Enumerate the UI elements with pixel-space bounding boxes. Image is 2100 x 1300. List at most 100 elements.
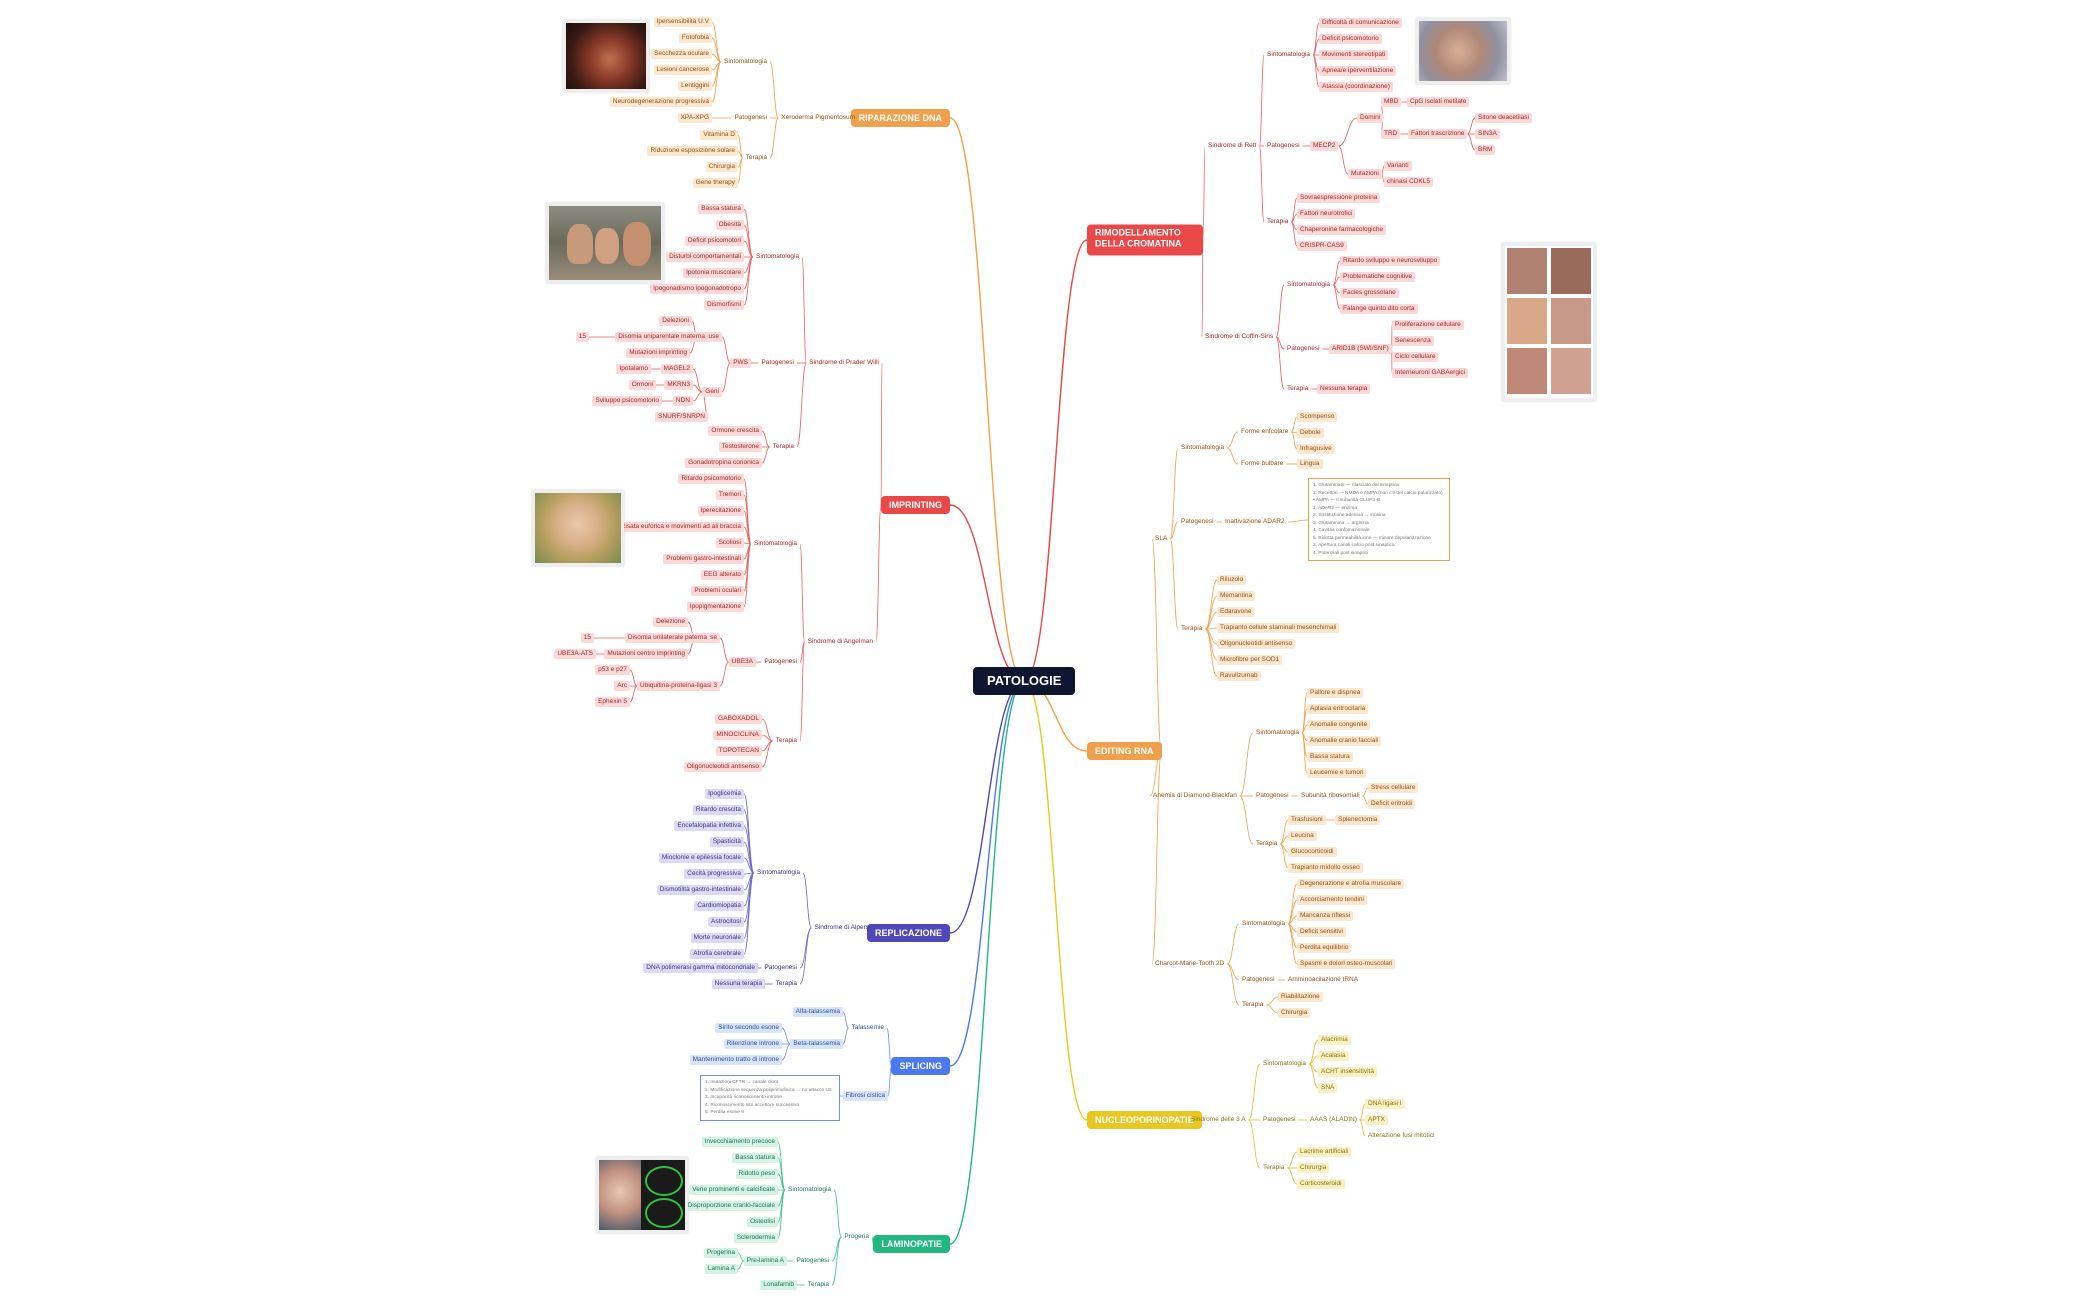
node-tal-b[interactable]: Beta-talassemia: [790, 1039, 843, 1049]
node-sla-fe1[interactable]: Scompenso: [1297, 412, 1338, 422]
node-cs-pato[interactable]: Patogenesi: [1287, 345, 1320, 352]
node-s3a-a2[interactable]: APTX: [1365, 1115, 1388, 1125]
node-pw-s3[interactable]: Deficit psicomotori: [684, 236, 744, 246]
node-rett-trd1[interactable]: Fattori trascrizione: [1408, 129, 1468, 139]
node-alp-s11[interactable]: Atrofia cerebrale: [690, 949, 744, 959]
node-sla-fe2[interactable]: Debole: [1297, 428, 1324, 438]
node-dba-sub2[interactable]: Deficit eritroidi: [1368, 799, 1416, 809]
node-xp-s5[interactable]: Lentiggini: [678, 81, 712, 91]
node-alp-ter[interactable]: Terapia: [775, 980, 797, 987]
node-alp-s9[interactable]: Astrocitosi: [708, 917, 744, 927]
node-pw-s6[interactable]: Ipogonadismo ipogonadotropo: [650, 284, 744, 294]
node-s3a-s3[interactable]: ACHT insensitività: [1318, 1067, 1377, 1077]
node-as-sint[interactable]: Sintomatologia: [754, 540, 797, 547]
node-xp-sint[interactable]: Sintomatologia: [724, 58, 767, 65]
node-sla-adar[interactable]: Inattivazione ADAR2: [1225, 518, 1285, 525]
category-editing[interactable]: EDITING RNA: [1087, 742, 1162, 760]
node-as-t4[interactable]: Oligonucleotidi antisenso: [683, 762, 762, 772]
node-sla-fb1[interactable]: Lingua: [1297, 459, 1323, 469]
node-s3a-a3[interactable]: Alterazione fusi mitotici: [1368, 1132, 1435, 1139]
node-as-ube[interactable]: UBE3A: [728, 657, 756, 667]
node-dba-t1a[interactable]: Splenectomia: [1335, 815, 1381, 825]
node-xp-pato[interactable]: Patogenesi: [734, 114, 767, 121]
node-pw-ter[interactable]: Terapia: [772, 443, 794, 450]
node-rett[interactable]: Sindrome di Rett: [1208, 142, 1257, 149]
node-cs-a2[interactable]: Senescenza: [1392, 336, 1434, 346]
node-cmt-ter[interactable]: Terapia: [1242, 1001, 1264, 1008]
node-prog-sint[interactable]: Sintomatologia: [788, 1186, 831, 1193]
node-dba-s1[interactable]: Pallore e dispnea: [1307, 688, 1364, 698]
node-alp-s3[interactable]: Encefalopatia infettiva: [674, 821, 744, 831]
node-cmt-sint[interactable]: Sintomatologia: [1242, 920, 1285, 927]
node-as-s9[interactable]: Ipopigmentazione: [686, 602, 744, 612]
node-rett-trd1b[interactable]: SIN3A: [1475, 129, 1500, 139]
node-rett-pato[interactable]: Patogenesi: [1267, 142, 1300, 149]
node-rett-s4[interactable]: Apnea/e iperventilazione: [1319, 66, 1397, 76]
node-xp-t4[interactable]: Gene therapy: [692, 178, 738, 188]
node-pw-cause[interactable]: Cause: [697, 332, 722, 342]
node-sla-ter[interactable]: Terapia: [1181, 625, 1203, 632]
node-rett-t2[interactable]: Fattori neurotrofici: [1297, 209, 1356, 219]
node-fc[interactable]: Fibrosi cistica: [842, 1091, 888, 1101]
node-alp-s7[interactable]: Dismotilità gastro-intestinale: [656, 885, 744, 895]
node-s3a-s2[interactable]: Acalasia: [1318, 1051, 1349, 1061]
node-pw-c2[interactable]: Disomia uniparentale materna: [615, 332, 708, 342]
node-alp[interactable]: Sindrome di Alpers: [814, 924, 869, 931]
node-as-t2[interactable]: MINOCICLINA: [713, 730, 762, 740]
node-s3a-pato[interactable]: Patogenesi: [1263, 1116, 1296, 1123]
node-s3a-t1[interactable]: Lacrime artificiali: [1297, 1147, 1352, 1157]
node-tal-b2[interactable]: Ritenzione introne: [723, 1039, 782, 1049]
node-sla-fe3[interactable]: Infragusive: [1297, 444, 1335, 454]
node-xp-t3[interactable]: Chirurgia: [705, 162, 738, 172]
node-alp-s1[interactable]: Ipoglicemia: [705, 789, 744, 799]
node-pw-g4[interactable]: SNURF/SNRPN: [655, 412, 708, 422]
node-xp-t2[interactable]: Riduzione esposizione solare: [647, 146, 738, 156]
node-pw-t2[interactable]: Testosterone: [718, 442, 762, 452]
node-dba-s6[interactable]: Leucemie e tumori: [1307, 768, 1367, 778]
node-prog-s5[interactable]: Disproporzione cranio-facciale: [684, 1201, 778, 1211]
node-s3a-s1[interactable]: Alacrimia: [1318, 1035, 1351, 1045]
node-pw-c3[interactable]: Mutazioni imprinting: [626, 348, 690, 358]
node-as-c3[interactable]: Mutazioni centro imprinting: [604, 649, 688, 659]
node-pw-geni[interactable]: Geni: [702, 387, 722, 397]
node-s3a-s4[interactable]: SNA: [1318, 1083, 1338, 1093]
node-cmt-s5[interactable]: Perdita equilibrio: [1297, 943, 1352, 953]
node-xp-s6[interactable]: Neurodegenerazione progressiva: [609, 97, 712, 107]
node-alp-s2[interactable]: Ritardo crescita: [692, 805, 744, 815]
node-prog-p2[interactable]: Lamina A: [704, 1264, 738, 1274]
node-xp-t1[interactable]: Vitamina D: [700, 130, 738, 140]
node-prog-s3[interactable]: Ridotto peso: [735, 1169, 778, 1179]
node-dba-sub1[interactable]: Stress cellulare: [1368, 783, 1419, 793]
node-as-s2[interactable]: Tremori: [715, 490, 744, 500]
node-cs-t1[interactable]: Nessuna terapia: [1317, 384, 1371, 394]
node-as-s3[interactable]: Iperecitazione: [697, 506, 744, 516]
node-alp-s5[interactable]: Mioclonie e epilessia focale: [658, 853, 744, 863]
node-prog-ter[interactable]: Terapia: [807, 1281, 829, 1288]
root-node-patologie[interactable]: PATOLOGIE: [973, 667, 1076, 695]
node-alp-t1[interactable]: Nessuna terapia: [711, 979, 765, 989]
node-dba-t4[interactable]: Trapianto midollo osseo: [1288, 863, 1363, 873]
node-cs-s1[interactable]: Ritardo sviluppo e neurosviluppo: [1340, 256, 1441, 266]
category-replicazione[interactable]: REPLICAZIONE: [866, 924, 950, 942]
node-cmt-s2[interactable]: Accorciamento tendini: [1297, 895, 1367, 905]
node-dba-s2[interactable]: Aplasia eritrocitaria: [1307, 704, 1369, 714]
node-rett-sint[interactable]: Sintomatologia: [1267, 51, 1310, 58]
node-rett-trd1a[interactable]: Sitone deacetilasi: [1475, 113, 1532, 123]
node-pw-g3a[interactable]: Sviluppo psicomotorio: [592, 396, 662, 406]
node-as-u2[interactable]: Arc: [614, 681, 630, 691]
node-xp-p1[interactable]: XPA-XPG: [677, 113, 712, 123]
node-alp-s8[interactable]: Cardiomiopatia: [694, 901, 744, 911]
node-pw-s4[interactable]: Disturbi comportamentali: [666, 252, 744, 262]
node-rett-mbd[interactable]: MBD: [1381, 97, 1402, 107]
node-xp-s1[interactable]: Ipersensibilità U.V: [653, 17, 712, 27]
node-s3a-ter[interactable]: Terapia: [1263, 1164, 1285, 1171]
node-dba-sub[interactable]: Subunità ribosomiali: [1301, 792, 1360, 799]
node-cs-sint[interactable]: Sintomatologia: [1287, 281, 1330, 288]
node-cmt-p1[interactable]: Amminoacilazione tRNA: [1288, 976, 1359, 983]
node-rett-mut1[interactable]: Varianti: [1384, 161, 1412, 171]
node-pw-c1[interactable]: Delezioni: [659, 316, 692, 326]
node-pw-pato[interactable]: Patogenesi: [761, 359, 794, 366]
node-cmt[interactable]: Charcot-Marie-Tooth 2D: [1155, 960, 1225, 967]
node-pw-g2a[interactable]: Ormoni: [628, 380, 656, 390]
node-rett-s1[interactable]: Difficoltà di comunicazione: [1319, 18, 1402, 28]
